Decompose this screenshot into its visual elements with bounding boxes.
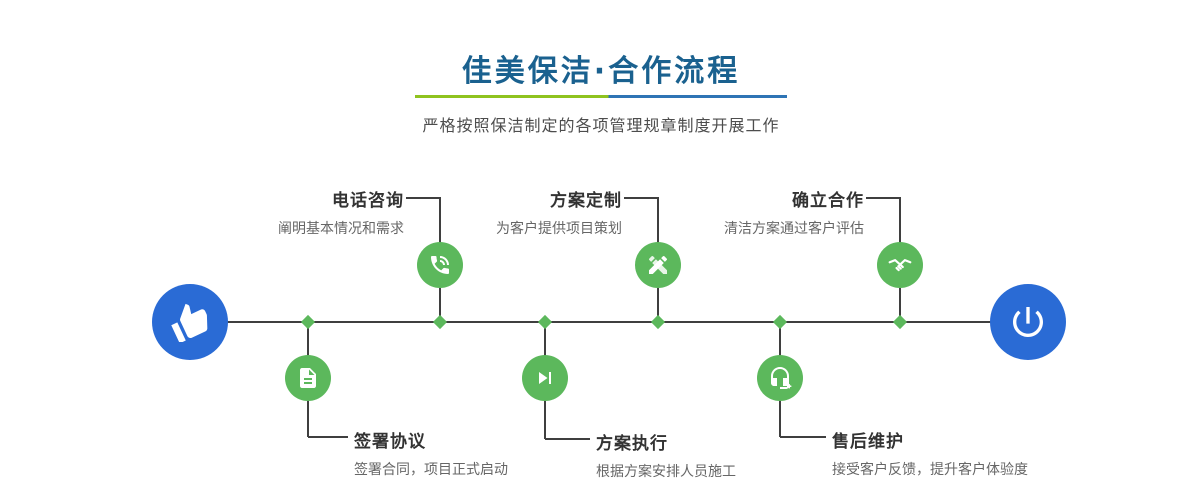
step-node-contract bbox=[285, 355, 331, 401]
step-node-cooperation bbox=[877, 242, 923, 288]
step-contract: 签署协议 签署合同，项目正式启动 bbox=[354, 427, 614, 479]
step-title: 签署协议 bbox=[354, 432, 426, 452]
handshake-icon bbox=[887, 252, 913, 278]
connector-line bbox=[779, 323, 781, 356]
connector-line bbox=[657, 288, 659, 321]
step-desc: 为客户提供项目策划 bbox=[496, 221, 622, 237]
connector-line bbox=[545, 438, 590, 440]
play-next-icon bbox=[533, 366, 557, 390]
pencil-tools-icon bbox=[646, 253, 670, 277]
step-node-plan bbox=[635, 242, 681, 288]
step-node-aftersales bbox=[757, 355, 803, 401]
step-execution: 方案执行 根据方案安排人员施工 bbox=[596, 429, 856, 481]
step-plan: 方案定制 为客户提供项目策划 bbox=[392, 186, 622, 238]
step-desc: 根据方案安排人员施工 bbox=[596, 464, 736, 480]
connector-line bbox=[899, 288, 901, 321]
connector-line bbox=[406, 197, 440, 199]
page-subtitle: 严格按照保洁制定的各项管理规章制度开展工作 bbox=[422, 116, 780, 135]
connector-line bbox=[439, 288, 441, 321]
timeline-junction-diamond bbox=[537, 314, 553, 330]
connector-line bbox=[866, 197, 900, 199]
contract-icon bbox=[296, 366, 320, 390]
step-phone: 电话咨询 阐明基本情况和需求 bbox=[174, 186, 404, 238]
connector-line bbox=[439, 197, 441, 243]
page-title: 佳美保洁·合作流程 bbox=[461, 54, 741, 89]
step-desc: 清洁方案通过客户评估 bbox=[724, 221, 864, 237]
step-desc: 接受客户反馈，提升客户体验度 bbox=[832, 462, 1028, 478]
step-node-execution bbox=[522, 355, 568, 401]
connector-line bbox=[624, 197, 658, 199]
step-title: 电话咨询 bbox=[332, 191, 404, 211]
connector-line bbox=[308, 436, 348, 438]
connector-line bbox=[899, 197, 901, 243]
timeline-line bbox=[190, 321, 1028, 323]
connector-line bbox=[544, 401, 546, 439]
power-icon bbox=[1008, 302, 1048, 342]
timeline-start-node bbox=[152, 284, 228, 360]
connector-line bbox=[307, 401, 309, 437]
step-aftersales: 售后维护 接受客户反馈，提升客户体验度 bbox=[832, 427, 1092, 479]
step-desc: 阐明基本情况和需求 bbox=[278, 221, 404, 237]
step-title: 售后维护 bbox=[832, 432, 904, 452]
timeline-junction-diamond bbox=[300, 314, 316, 330]
step-title: 方案执行 bbox=[596, 434, 668, 454]
connector-line bbox=[307, 323, 309, 356]
step-title: 确立合作 bbox=[792, 191, 864, 211]
connector-line bbox=[779, 401, 781, 437]
connector-line bbox=[544, 323, 546, 356]
step-cooperation: 确立合作 清洁方案通过客户评估 bbox=[634, 186, 864, 238]
timeline-junction-diamond bbox=[892, 314, 908, 330]
timeline-end-node bbox=[990, 284, 1066, 360]
hand-pointer-icon bbox=[170, 302, 210, 342]
headset-icon bbox=[768, 366, 792, 390]
step-node-phone bbox=[417, 242, 463, 288]
connector-line bbox=[780, 436, 826, 438]
timeline-junction-diamond bbox=[772, 314, 788, 330]
timeline-junction-diamond bbox=[650, 314, 666, 330]
step-title: 方案定制 bbox=[550, 191, 622, 211]
title-divider bbox=[415, 95, 787, 98]
step-desc: 签署合同，项目正式启动 bbox=[354, 462, 508, 478]
phone-icon bbox=[428, 253, 452, 277]
timeline-junction-diamond bbox=[432, 314, 448, 330]
connector-line bbox=[657, 197, 659, 243]
